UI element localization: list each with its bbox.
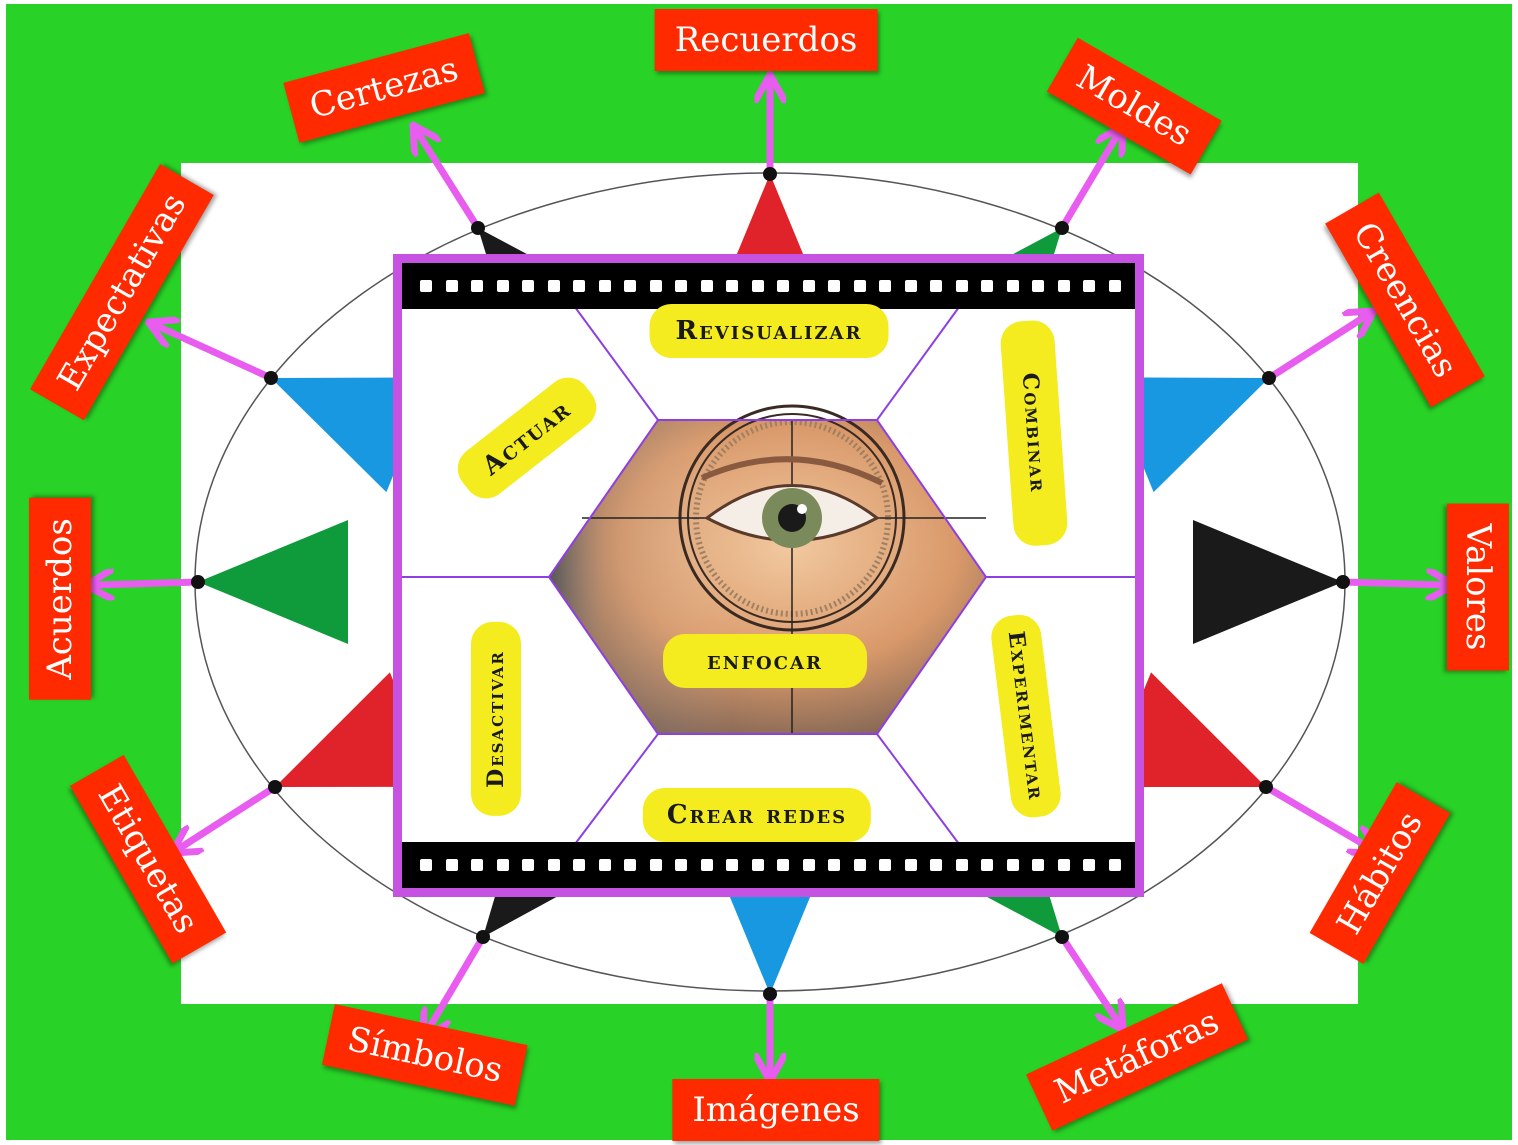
film-hole [1109,859,1121,871]
film-hole [726,280,738,292]
film-hole [1007,859,1019,871]
arrow-expectativas [157,326,271,378]
film-hole [471,280,483,292]
film-hole [930,280,942,292]
film-hole [650,859,662,871]
film-panel: Revisualizar Actuar Combinar enfocar Des… [393,254,1144,897]
film-strip-top [402,263,1135,309]
film-hole [879,280,891,292]
film-hole [471,859,483,871]
film-hole [879,859,891,871]
film-hole [777,859,789,871]
film-hole [1007,280,1019,292]
film-hole [726,859,738,871]
film-hole [650,280,662,292]
film-hole [675,280,687,292]
film-hole [956,280,968,292]
node-dot-imagenes [763,987,777,1001]
arrow-moldes [1062,134,1118,228]
film-hole [1032,859,1044,871]
film-hole [701,859,713,871]
film-hole [599,280,611,292]
film-hole [1058,280,1070,292]
action-crear-redes: Crear redes [643,788,871,842]
film-hole [1058,859,1070,871]
label-recuerdos: Recuerdos [655,9,878,71]
film-hole [497,280,509,292]
arrow-etiquetas [180,787,275,848]
film-hole [981,280,993,292]
arrow-certezas [418,133,478,228]
film-hole [522,859,534,871]
label-acuerdos: Acuerdos [29,498,91,700]
arrow-metaforas [1062,937,1118,1022]
film-hole [701,280,713,292]
node-dot-moldes [1055,221,1069,235]
node-dot-etiquetas [268,780,282,794]
node-dot-valores [1336,575,1350,589]
arrow-acuerdos [95,582,198,585]
film-hole [752,280,764,292]
node-dot-creencias [1262,371,1276,385]
label-valores: Valores [1447,504,1509,671]
film-hole [930,859,942,871]
film-hole [803,859,815,871]
triangle-valores [1193,520,1343,644]
film-panel-inner: Revisualizar Actuar Combinar enfocar Des… [402,263,1135,888]
film-hole [905,280,917,292]
action-desactivar: Desactivar [471,622,521,816]
film-hole [675,859,687,871]
film-hole [854,859,866,871]
film-hole [854,280,866,292]
triangle-acuerdos [198,520,348,644]
film-hole [420,280,432,292]
label-imagenes: Imágenes [672,1079,879,1141]
film-hole [446,280,458,292]
node-dot-expectativas [264,371,278,385]
film-hole [828,859,840,871]
film-hole [420,859,432,871]
node-dot-acuerdos [191,575,205,589]
film-hole [956,859,968,871]
arrow-simbolos [428,937,483,1030]
node-dot-certezas [471,221,485,235]
film-hole [828,280,840,292]
node-dot-recuerdos [763,167,777,181]
film-hole [599,859,611,871]
film-hole [573,280,585,292]
film-hole [1083,280,1095,292]
film-hole [752,859,764,871]
film-strip-bottom [402,842,1135,888]
film-hole [522,280,534,292]
film-hole [548,859,560,871]
node-dot-habitos [1259,780,1273,794]
film-hole [905,859,917,871]
film-hole [497,859,509,871]
film-hole [573,859,585,871]
film-hole [803,280,815,292]
action-enfocar: enfocar [663,634,867,688]
film-hole [1083,859,1095,871]
film-hole [446,859,458,871]
film-hole [1032,280,1044,292]
arrow-creencias [1269,316,1366,378]
arrow-valores [1343,582,1445,585]
film-hole [1109,280,1121,292]
film-hole [624,280,636,292]
film-hole [548,280,560,292]
film-hole [777,280,789,292]
arrow-habitos [1266,787,1370,848]
node-dot-metaforas [1055,930,1069,944]
film-hole [981,859,993,871]
film-hole [624,859,636,871]
node-dot-simbolos [476,930,490,944]
action-revisualizar: Revisualizar [650,304,889,358]
